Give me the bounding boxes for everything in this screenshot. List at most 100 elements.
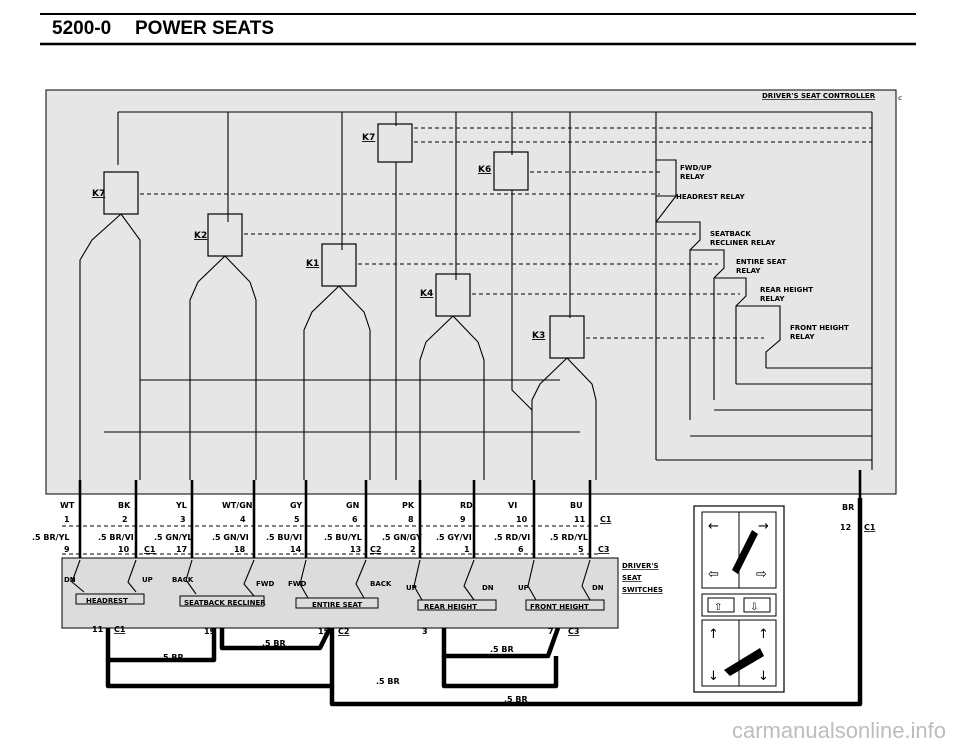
pin-numbers-bottom: 9 10 C1 17 18 14 13 C2 2 1 6 5 C3 <box>64 545 609 554</box>
relay-coil-k7 <box>377 123 413 163</box>
svg-text:C3: C3 <box>568 627 579 636</box>
svg-text:.5 GY/VI: .5 GY/VI <box>436 533 472 542</box>
svg-text:1: 1 <box>464 545 470 554</box>
controller-label: DRIVER'S SEAT CONTROLLER <box>762 92 876 100</box>
svg-text:FWD: FWD <box>256 580 275 588</box>
svg-text:11: 11 <box>574 515 586 524</box>
svg-text:VI: VI <box>508 501 517 510</box>
svg-text:BK: BK <box>118 501 131 510</box>
arrow-down-icon: ↓ <box>708 669 719 684</box>
continuation-markers: ᶜ <box>898 93 902 107</box>
ground-pin: 12 <box>840 523 851 532</box>
svg-text:15: 15 <box>318 627 330 636</box>
svg-text:C2: C2 <box>370 545 381 554</box>
relay-label-k6: K7 <box>92 189 105 199</box>
svg-text:WT/GN: WT/GN <box>222 501 252 510</box>
svg-text:3: 3 <box>422 627 428 636</box>
svg-text:.5 GN/YL: .5 GN/YL <box>154 533 192 542</box>
svg-text:19: 19 <box>204 627 216 636</box>
front-height-relay-label-1: FRONT HEIGHT <box>790 324 849 332</box>
svg-text:⇧: ⇧ <box>714 602 722 613</box>
svg-text:DN: DN <box>64 576 76 584</box>
seatback-relay-label-2: RECLINER RELAY <box>710 239 776 247</box>
svg-text:9: 9 <box>460 515 466 524</box>
switch-groups: DN UP HEADREST BACK FWD SEATBACK RECLINE… <box>64 576 605 611</box>
page-section-code: 5200-0 <box>52 18 111 39</box>
pin-numbers-top: 1 2 3 4 5 6 8 9 10 11 C1 <box>64 515 612 524</box>
svg-text:DN: DN <box>592 584 604 592</box>
svg-text:10: 10 <box>118 545 130 554</box>
svg-text:7: 7 <box>548 627 554 636</box>
wire-color-labels: WT BK YL WT/GN GY GN PK RD VI BU <box>60 501 583 510</box>
svg-text:6: 6 <box>352 515 358 524</box>
svg-text:BU: BU <box>570 501 583 510</box>
svg-text:⇩: ⇩ <box>750 602 758 613</box>
switch-box <box>61 557 619 629</box>
svg-text:.5 BR: .5 BR <box>160 653 184 662</box>
relay-coil-k5 <box>493 151 529 191</box>
svg-text:YL: YL <box>175 501 187 510</box>
switches-title-3: SWITCHES <box>622 586 663 594</box>
svg-text:REAR HEIGHT: REAR HEIGHT <box>424 603 477 611</box>
headrest-down-icon <box>743 597 771 613</box>
svg-text:ENTIRE SEAT: ENTIRE SEAT <box>312 601 362 609</box>
relay-label-k4: K4 <box>420 289 433 299</box>
wire-lower-labels: .5 BR/YL .5 BR/VI .5 GN/YL .5 GN/VI .5 B… <box>32 533 588 542</box>
svg-text:GY: GY <box>290 501 302 510</box>
svg-text:FRONT HEIGHT: FRONT HEIGHT <box>530 603 589 611</box>
svg-text:11: 11 <box>92 625 104 634</box>
svg-text:.5 BR: .5 BR <box>262 639 286 648</box>
svg-text:UP: UP <box>142 576 153 584</box>
svg-text:.5 BU/YL: .5 BU/YL <box>324 533 362 542</box>
svg-text:1: 1 <box>64 515 70 524</box>
svg-text:13: 13 <box>350 545 361 554</box>
fwd-up-relay-label-2: RELAY <box>680 173 705 181</box>
svg-text:C3: C3 <box>598 545 609 554</box>
svg-text:.5 BU/VI: .5 BU/VI <box>266 533 302 542</box>
svg-text:.5 GN/GY: .5 GN/GY <box>382 533 422 542</box>
svg-text:5: 5 <box>578 545 584 554</box>
rear-height-relay-label-1: REAR HEIGHT <box>760 286 813 294</box>
svg-text:C1: C1 <box>144 545 156 554</box>
svg-text:.5 GN/VI: .5 GN/VI <box>212 533 249 542</box>
controller-box <box>45 89 897 495</box>
svg-text:.5 BR: .5 BR <box>504 695 528 704</box>
svg-text:.5 BR/YL: .5 BR/YL <box>32 533 69 542</box>
front-height-relay-label-2: RELAY <box>790 333 815 341</box>
svg-text:HEADREST: HEADREST <box>86 597 128 605</box>
arrow-down-icon-2: ↓ <box>758 669 769 684</box>
ground-harness <box>105 498 863 707</box>
seat-cushion-icon <box>724 648 764 676</box>
svg-text:UP: UP <box>406 584 417 592</box>
svg-text:8: 8 <box>408 515 414 524</box>
svg-text:6: 6 <box>518 545 524 554</box>
svg-text:RD: RD <box>460 501 473 510</box>
svg-text:FWD: FWD <box>288 580 307 588</box>
svg-text:GN: GN <box>346 501 359 510</box>
seatback-relay-label-1: SEATBACK <box>710 230 751 238</box>
headrest-relay-label: HEADREST RELAY <box>676 193 746 201</box>
svg-text:17: 17 <box>176 545 187 554</box>
svg-text:C1: C1 <box>600 515 612 524</box>
arrow-left-icon: ← <box>708 519 719 534</box>
headrest-up-icon <box>707 597 735 613</box>
ground-conn: C1 <box>864 523 876 532</box>
svg-text:PK: PK <box>402 501 415 510</box>
relay-label-k7: K7 <box>362 133 375 143</box>
entire-seat-relay-label-2: RELAY <box>736 267 761 275</box>
rear-height-relay-label-2: RELAY <box>760 295 785 303</box>
svg-text:5: 5 <box>294 515 300 524</box>
svg-text:14: 14 <box>290 545 302 554</box>
svg-text:BACK: BACK <box>172 576 194 584</box>
seatback-knob-icon <box>732 530 758 574</box>
relay-label-k3: K3 <box>532 331 545 341</box>
svg-text:.5 BR/VI: .5 BR/VI <box>98 533 134 542</box>
switches-title-2: SEAT <box>622 574 642 582</box>
svg-text:.5 BR: .5 BR <box>490 645 514 654</box>
svg-text:3: 3 <box>180 515 186 524</box>
arrow-right-outline-icon: ⇨ <box>756 567 767 582</box>
svg-text:SEATBACK RECLINER: SEATBACK RECLINER <box>184 599 266 607</box>
svg-text:C1: C1 <box>114 625 126 634</box>
arrow-up-icon-2: ↑ <box>758 627 769 642</box>
